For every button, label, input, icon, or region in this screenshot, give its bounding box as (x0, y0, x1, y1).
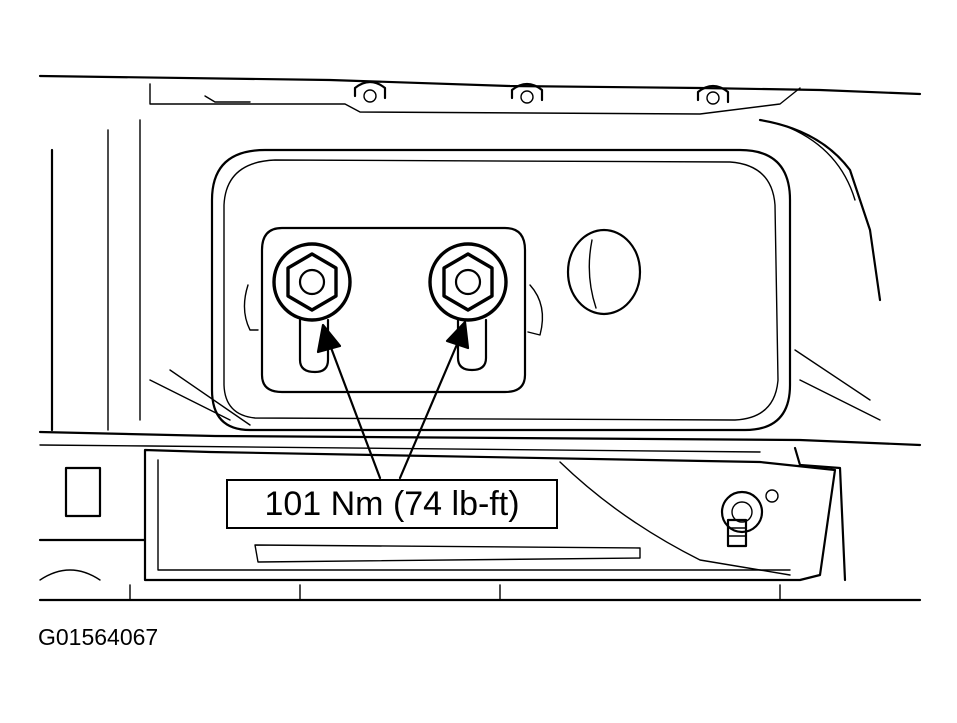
plate-tab-left (243, 284, 259, 331)
access-hole (566, 228, 642, 316)
plate-tab-right (527, 284, 544, 336)
upper-frame-ledge (149, 83, 801, 115)
mount-pad-outer (210, 148, 792, 432)
torque-label: 101 Nm (74 lb-ft) (264, 485, 520, 523)
right-rail-curve (758, 118, 882, 302)
lower-bracket-edge (559, 461, 791, 576)
figure-id: G01564067 (38, 624, 159, 650)
torque-callout: 101 Nm (74 lb-ft) (226, 479, 558, 529)
arrow-head-left (316, 323, 342, 354)
frame-beam-line (39, 444, 761, 453)
nut-right (428, 242, 508, 322)
frame-beam-top (38, 430, 922, 447)
lower-bracket-inner (157, 459, 791, 571)
slot-left (298, 318, 330, 374)
upper-frame-inner-line (204, 95, 251, 103)
base-ticks (129, 584, 781, 601)
lower-bracket-outline (143, 448, 837, 582)
upper-frame-outline (38, 74, 922, 96)
bracket-arm (793, 446, 847, 582)
top-stud-middle (510, 82, 544, 104)
lower-bracket-rib (254, 544, 641, 563)
left-curve (39, 569, 101, 581)
arrow-line-left (328, 343, 382, 480)
arrow-line-right (398, 340, 460, 480)
bolt-plate (260, 226, 527, 394)
nut-left (272, 242, 352, 322)
slot-right (456, 318, 488, 372)
mount-pad-inner (223, 159, 779, 421)
frame-hatch (149, 349, 881, 426)
arrow-head-right (445, 320, 470, 350)
top-stud-right (696, 84, 730, 105)
top-stud-left (353, 80, 387, 103)
right-rail-inner (789, 127, 856, 201)
left-small-block (64, 466, 102, 518)
bracket-side-bolt (720, 489, 779, 548)
